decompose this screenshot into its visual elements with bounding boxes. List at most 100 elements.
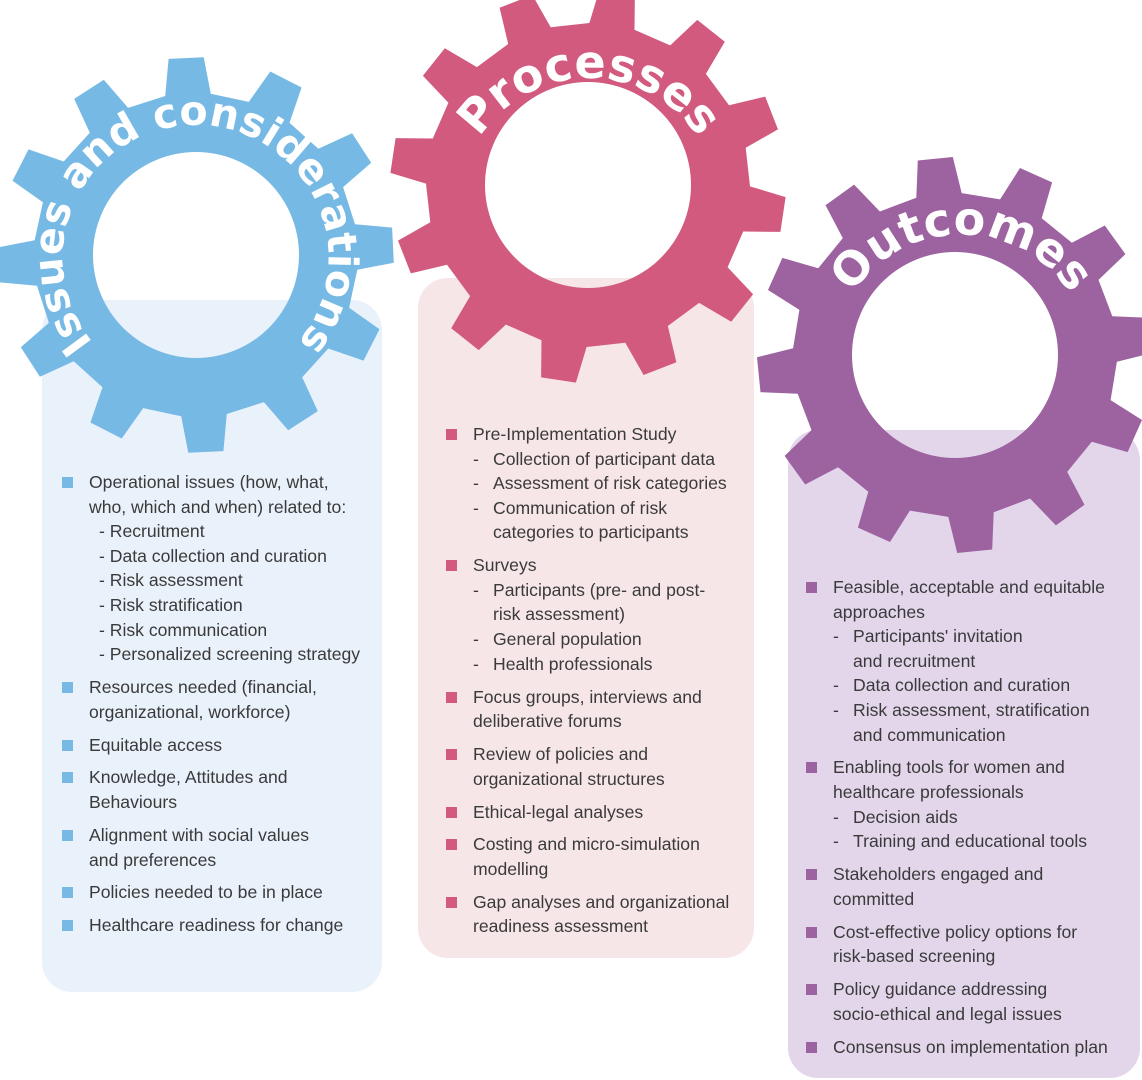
list-item: Policies needed to be in place — [62, 880, 378, 905]
square-bullet-icon — [446, 691, 457, 703]
list-item-text: deliberative forums — [473, 711, 622, 732]
sub-list-item: -Health professionals — [473, 652, 751, 677]
list-item: Costing and micro-simulation modelling — [446, 832, 751, 881]
dash-bullet-icon: - — [833, 806, 839, 827]
issues-gear: Issues and considerations — [0, 57, 394, 453]
processes-list: Pre-Implementation Study-Collection of p… — [446, 422, 751, 947]
list-item: Review of policies and organizational str… — [446, 742, 751, 791]
sub-list-item: - Risk stratification — [99, 594, 243, 615]
sub-list-item-text: Communication of risk — [493, 497, 668, 518]
list-item-text: Consensus on implementation plan — [833, 1036, 1108, 1057]
list-item-text: readiness assessment — [473, 916, 649, 937]
square-bullet-icon — [62, 772, 73, 784]
processes-gear: Processes — [390, 0, 786, 383]
dash-bullet-icon: - — [833, 675, 839, 696]
sub-list-item-text: and recruitment — [853, 650, 976, 671]
sub-list-item: -Participants (pre- and post-risk assess… — [473, 578, 751, 627]
list-item-text: Resources needed (financial, — [89, 677, 317, 698]
square-bullet-icon — [446, 896, 457, 908]
sub-list-item-text: categories to participants — [493, 522, 689, 543]
square-bullet-icon — [446, 429, 457, 440]
sub-list-item: -Assessment of risk categories — [473, 471, 751, 496]
square-bullet-icon — [62, 829, 73, 841]
sub-list-item: - Recruitment — [99, 521, 205, 542]
list-item-text: socio-ethical and legal issues — [833, 1003, 1062, 1024]
square-bullet-icon — [62, 887, 73, 899]
sub-list-item-text: and communication — [853, 724, 1006, 745]
sub-list-item: -Training and educational tools — [833, 829, 1140, 854]
square-bullet-icon — [806, 984, 817, 996]
list-item: Operational issues (how, what,who, which… — [62, 470, 378, 667]
outcomes-gear: Outcomes — [757, 157, 1142, 553]
sub-list-item: -Data collection and curation — [833, 673, 1140, 698]
sub-list-item: -Decision aids — [833, 805, 1140, 830]
dash-bullet-icon: - — [473, 448, 479, 469]
sub-list-item-text: Collection of participant data — [493, 448, 716, 469]
list-item: Pre-Implementation Study-Collection of p… — [446, 422, 751, 545]
square-bullet-icon — [806, 582, 817, 593]
gear-icon — [390, 0, 786, 383]
square-bullet-icon — [62, 920, 73, 932]
square-bullet-icon — [806, 1041, 817, 1053]
sub-list-item-text: Participants' invitation — [853, 626, 1023, 647]
sub-list-item: -Participants' invitation and recruitment — [833, 624, 1140, 673]
list-item-text: Equitable access — [89, 734, 223, 755]
list-item: Focus groups, interviews and deliberative… — [446, 685, 751, 734]
list-item-text: committed — [833, 888, 915, 909]
sub-list-item: - Personalized screening strategy — [99, 644, 361, 665]
list-item-text: modelling — [473, 858, 549, 879]
list-item-text: Review of policies and — [473, 744, 649, 765]
list-item-text: Costing and micro-simulation — [473, 834, 700, 855]
list-item-text: Alignment with social values — [89, 824, 310, 845]
list-item-text: Healthcare readiness for change — [89, 915, 344, 936]
sub-list-item: - Risk communication — [99, 619, 268, 640]
list-item-text: who, which and when) related to: — [89, 496, 347, 517]
sub-list-item-text: Assessment of risk categories — [493, 473, 727, 494]
issues-list: Operational issues (how, what,who, which… — [62, 470, 378, 946]
list-item-text: Enabling tools for women and — [833, 757, 1065, 778]
list-item: Healthcare readiness for change — [62, 913, 378, 938]
list-item-text: Pre-Implementation Study — [473, 424, 677, 444]
list-item: Equitable access — [62, 733, 378, 758]
list-item-text: Focus groups, interviews and — [473, 686, 702, 707]
list-item: Resources needed (financial, organization… — [62, 675, 378, 724]
list-item: Enabling tools for women and healthcare p… — [806, 755, 1140, 853]
sub-list-item-text: Participants (pre- and post- — [493, 579, 706, 600]
list-item-text: organizational structures — [473, 768, 665, 789]
list-item-text: Policy guidance addressing — [833, 979, 1048, 1000]
list-item: Ethical-legal analyses — [446, 800, 751, 825]
sub-list-item-text: Training and educational tools — [853, 831, 1088, 852]
square-bullet-icon — [62, 682, 73, 694]
list-item-text: Policies needed to be in place — [89, 882, 323, 903]
list-item-text: healthcare professionals — [833, 782, 1024, 803]
dash-bullet-icon: - — [473, 497, 479, 518]
dash-bullet-icon: - — [833, 699, 839, 720]
square-bullet-icon — [806, 926, 817, 938]
square-bullet-icon — [806, 762, 817, 774]
dash-bullet-icon: - — [833, 626, 839, 647]
sub-list: -Decision aids-Training and educational … — [833, 805, 1140, 854]
issues-gear-title: Issues and considerations — [24, 87, 367, 366]
square-bullet-icon — [806, 869, 817, 881]
sub-list-item: -Communication of risk categories to part… — [473, 496, 751, 545]
list-item-text: organizational, workforce) — [89, 701, 291, 722]
square-bullet-icon — [62, 739, 73, 751]
square-bullet-icon — [446, 749, 457, 761]
sub-list-item: -Collection of participant data — [473, 447, 751, 472]
sub-list-item-text: General population — [493, 629, 642, 650]
list-item: Surveys-Participants (pre- and post-risk… — [446, 553, 751, 676]
list-item-text: Surveys — [473, 555, 537, 576]
list-item-text: Knowledge, Attitudes and — [89, 767, 288, 788]
list-item: Policy guidance addressing socio-ethical … — [806, 977, 1140, 1026]
list-item-text: Cost-effective policy options for — [833, 921, 1078, 942]
sub-list-item-text: Decision aids — [853, 806, 958, 827]
sub-list: -Participants (pre- and post-risk assess… — [473, 578, 751, 676]
